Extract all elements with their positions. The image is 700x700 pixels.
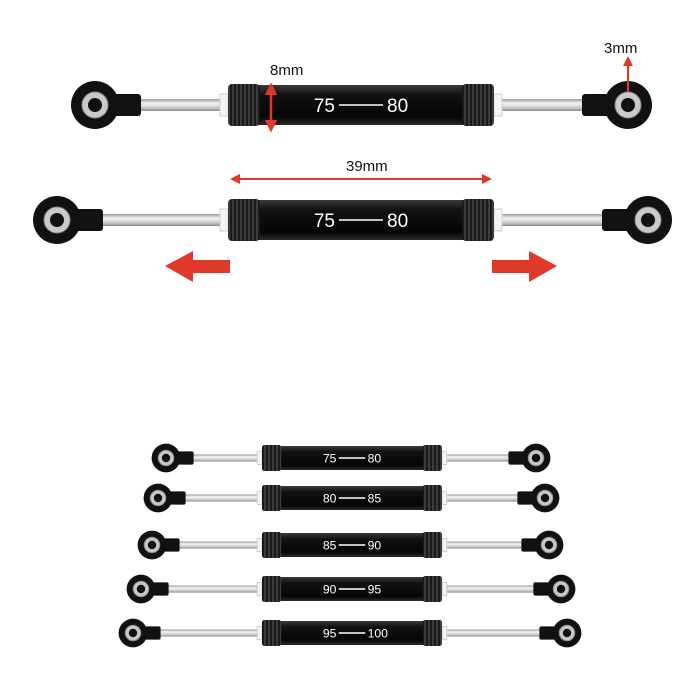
bushing-hole (161, 453, 171, 463)
turnbuckle-link: 75 80 (33, 196, 672, 244)
nylon-collar (256, 581, 263, 597)
size-to-label: 80 (387, 211, 408, 232)
size-to-label: 100 (368, 626, 389, 640)
nylon-collar (256, 537, 263, 553)
bushing-hole (562, 628, 572, 638)
size-from-label: 95 (323, 626, 337, 640)
knurled-grip (262, 445, 282, 471)
rod-end (582, 81, 652, 129)
bushing-hole (531, 453, 541, 463)
nylon-collar (441, 490, 448, 506)
rod-end (539, 618, 582, 648)
turnbuckle-link: 95 100 (118, 618, 582, 648)
knurled-grip (228, 84, 260, 126)
size-to-label: 95 (368, 582, 382, 596)
knurled-grip (262, 620, 282, 646)
turnbuckle-link: 90 95 (126, 574, 576, 604)
bushing-hole (641, 213, 655, 227)
threaded-rod (176, 494, 262, 502)
threaded-rod (442, 585, 543, 593)
threaded-rod (442, 494, 527, 502)
rod-end (533, 574, 576, 604)
nylon-collar (256, 625, 263, 641)
knurled-grip (422, 485, 442, 511)
rod-end (126, 574, 169, 604)
bushing-hole (540, 493, 550, 503)
rod-end (151, 443, 194, 473)
detail-links: 75 80 75 80 (33, 81, 672, 244)
rod-end (33, 196, 103, 244)
size-from-label: 85 (323, 538, 337, 552)
threaded-rod (442, 541, 531, 549)
nylon-collar (441, 537, 448, 553)
knurled-grip (422, 445, 442, 471)
threaded-rod (87, 214, 228, 226)
rod-end (602, 196, 672, 244)
rod-end (508, 443, 551, 473)
bushing-hole (136, 584, 146, 594)
threaded-rod (184, 454, 262, 462)
size-to-label: 80 (368, 451, 382, 465)
diameter-label: 8mm (270, 62, 304, 79)
knurled-grip (462, 199, 494, 241)
knurled-grip (422, 532, 442, 558)
bushing-hole (50, 213, 64, 227)
nylon-collar (219, 93, 229, 117)
rod-end (521, 530, 564, 560)
threaded-rod (151, 629, 262, 637)
nylon-collar (219, 208, 229, 232)
size-from-label: 80 (323, 491, 337, 505)
size-from-label: 75 (314, 211, 335, 232)
bushing-hole (128, 628, 138, 638)
threaded-rod (494, 99, 598, 111)
turnbuckle-link: 85 90 (137, 530, 564, 560)
rod-end (118, 618, 161, 648)
size-to-label: 90 (368, 538, 382, 552)
nylon-collar (256, 490, 263, 506)
threaded-rod (159, 585, 262, 593)
body-length-label: 39mm (346, 158, 388, 175)
size-from-label: 75 (323, 451, 337, 465)
right-direction-arrow (492, 251, 557, 282)
turnbuckle-link: 75 80 (151, 443, 551, 473)
rod-end (143, 483, 186, 513)
size-from-label: 75 (314, 96, 335, 117)
size-to-label: 85 (368, 491, 382, 505)
hole-label: 3mm (604, 40, 638, 57)
threaded-rod (442, 629, 549, 637)
knurled-grip (262, 576, 282, 602)
bushing-hole (621, 98, 635, 112)
knurled-grip (422, 576, 442, 602)
nylon-collar (441, 625, 448, 641)
threaded-rod (170, 541, 262, 549)
rod-end (137, 530, 180, 560)
turnbuckle-link: 75 80 (71, 81, 652, 129)
nylon-collar (256, 450, 263, 466)
knurled-grip (228, 199, 260, 241)
knurled-grip (262, 532, 282, 558)
nylon-collar (441, 581, 448, 597)
threaded-rod (442, 454, 518, 462)
bushing-hole (544, 540, 554, 550)
knurled-grip (422, 620, 442, 646)
nylon-collar (493, 93, 503, 117)
bushing-hole (556, 584, 566, 594)
bushing-hole (153, 493, 163, 503)
rod-end (71, 81, 141, 129)
nylon-collar (441, 450, 448, 466)
knurled-grip (462, 84, 494, 126)
threaded-rod (494, 214, 618, 226)
bushing-hole (147, 540, 157, 550)
threaded-rod (125, 99, 228, 111)
size-from-label: 90 (323, 582, 337, 596)
turnbuckle-link: 80 85 (143, 483, 560, 513)
size-to-label: 80 (387, 96, 408, 117)
left-direction-arrow (165, 251, 230, 282)
knurled-grip (262, 485, 282, 511)
size-set-links: 75 80 80 85 85 90 90 95 95 100 (118, 443, 582, 648)
nylon-collar (493, 208, 503, 232)
rod-end (517, 483, 560, 513)
bushing-hole (88, 98, 102, 112)
